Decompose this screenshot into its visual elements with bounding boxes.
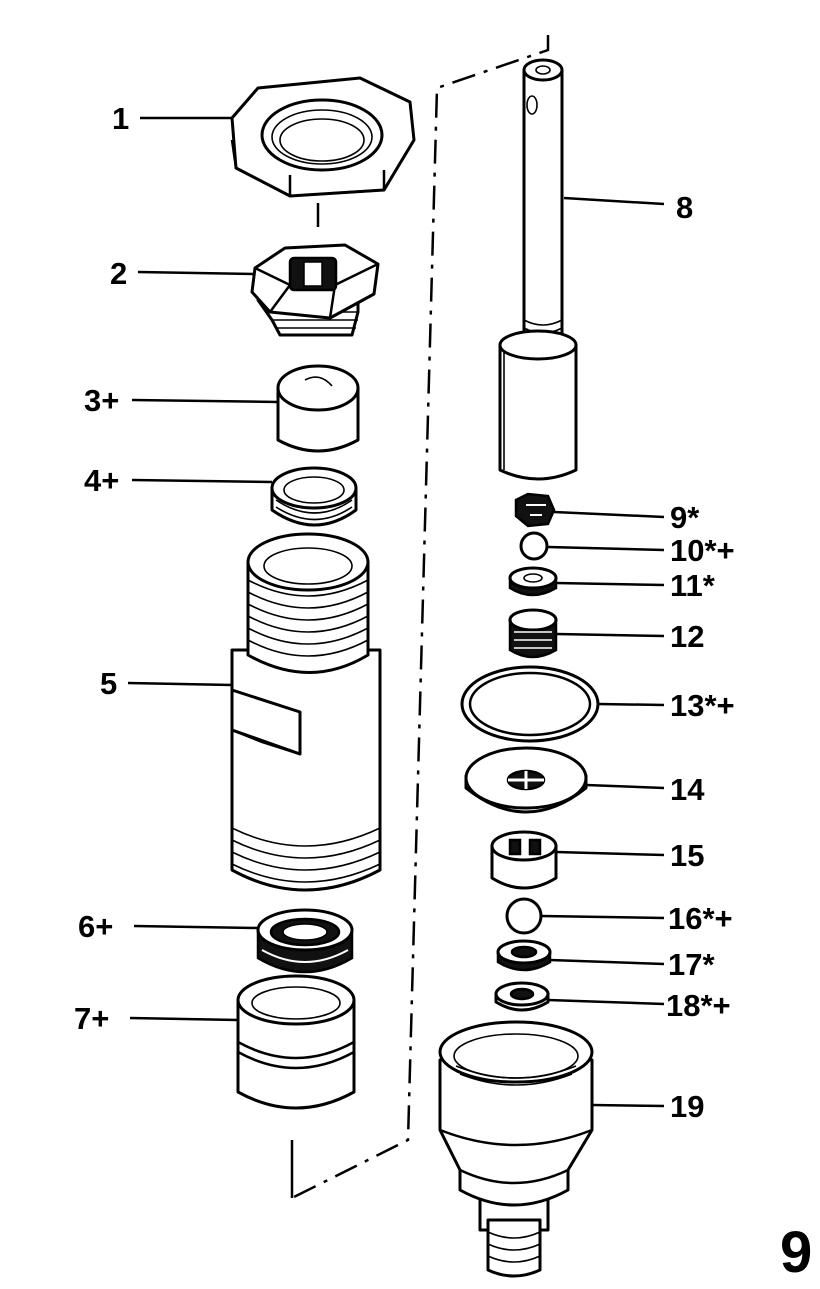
- cylinder-upper-threads: [247, 579, 369, 657]
- part-5-cylinder: [230, 532, 382, 892]
- part-4-seal: [270, 466, 358, 527]
- label-part-3: 3+: [84, 383, 119, 418]
- part-10-ball: [519, 531, 549, 561]
- part-labels: 1 2 3+ 4+ 5 6+ 7+ 8 9* 10*+ 11* 12 13*+ …: [74, 101, 735, 1124]
- part-7-bushing: [236, 974, 356, 1110]
- part-9-guide: [514, 492, 556, 528]
- part-1-hex-nut: [230, 76, 416, 198]
- part-19-foot-valve-housing: [438, 1020, 594, 1278]
- label-part-1: 1: [112, 101, 129, 136]
- label-part-9: 9*: [670, 500, 700, 535]
- label-part-7: 7+: [74, 1001, 109, 1036]
- assembly-axis-lines: [290, 35, 550, 1200]
- label-part-12: 12: [670, 619, 704, 654]
- part-15-cage: [490, 830, 558, 890]
- label-part-18: 18*+: [666, 988, 731, 1023]
- part-6-seal: [256, 908, 354, 974]
- part-13-o-ring: [460, 665, 600, 743]
- label-part-2: 2: [110, 256, 127, 291]
- part-14-valve-plate: [464, 746, 588, 814]
- label-part-19: 19: [670, 1089, 704, 1124]
- label-part-15: 15: [670, 838, 704, 873]
- cylinder-lower-threads: [231, 827, 381, 883]
- label-part-14: 14: [670, 772, 705, 807]
- page-number: 9: [780, 1220, 812, 1285]
- part-16-ball: [505, 897, 543, 935]
- part-12-retainer: [508, 608, 558, 659]
- label-part-5: 5: [100, 666, 117, 701]
- part-11-seat: [508, 566, 558, 597]
- label-part-4: 4+: [84, 463, 119, 498]
- label-part-11: 11*: [670, 568, 716, 603]
- label-part-8: 8: [676, 190, 693, 225]
- label-part-10: 10*+: [670, 533, 735, 568]
- label-part-16: 16*+: [668, 901, 733, 936]
- part-3-bushing: [276, 364, 360, 453]
- part-2-hex-plug: [250, 243, 380, 337]
- part-18-seal: [494, 981, 550, 1012]
- part-17-seat: [496, 939, 552, 972]
- leader-lines: [127, 116, 665, 1108]
- label-part-13: 13*+: [670, 688, 735, 723]
- label-part-17: 17*: [668, 947, 715, 982]
- label-part-6: 6+: [78, 909, 113, 944]
- part-8-displacement-rod: [498, 58, 578, 481]
